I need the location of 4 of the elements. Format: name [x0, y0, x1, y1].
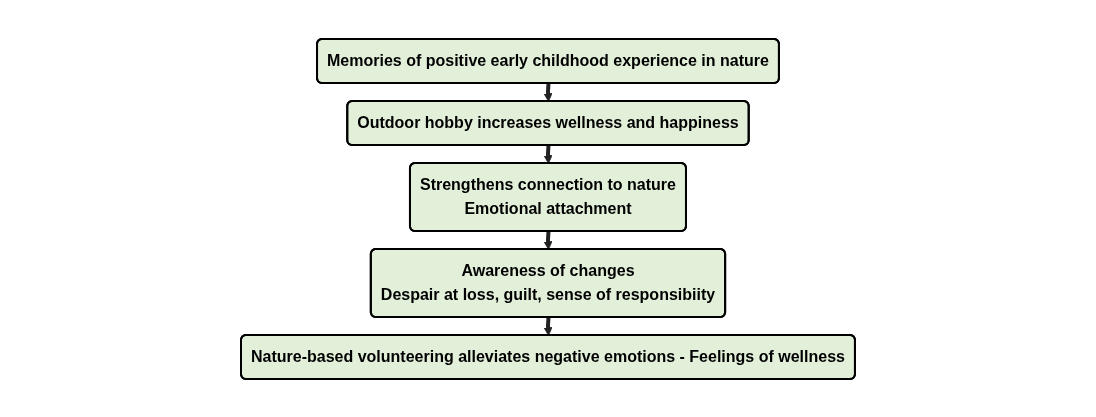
arrow: [543, 144, 553, 164]
arrow: [543, 230, 553, 250]
arrow: [543, 316, 553, 336]
arrow: [543, 82, 553, 102]
